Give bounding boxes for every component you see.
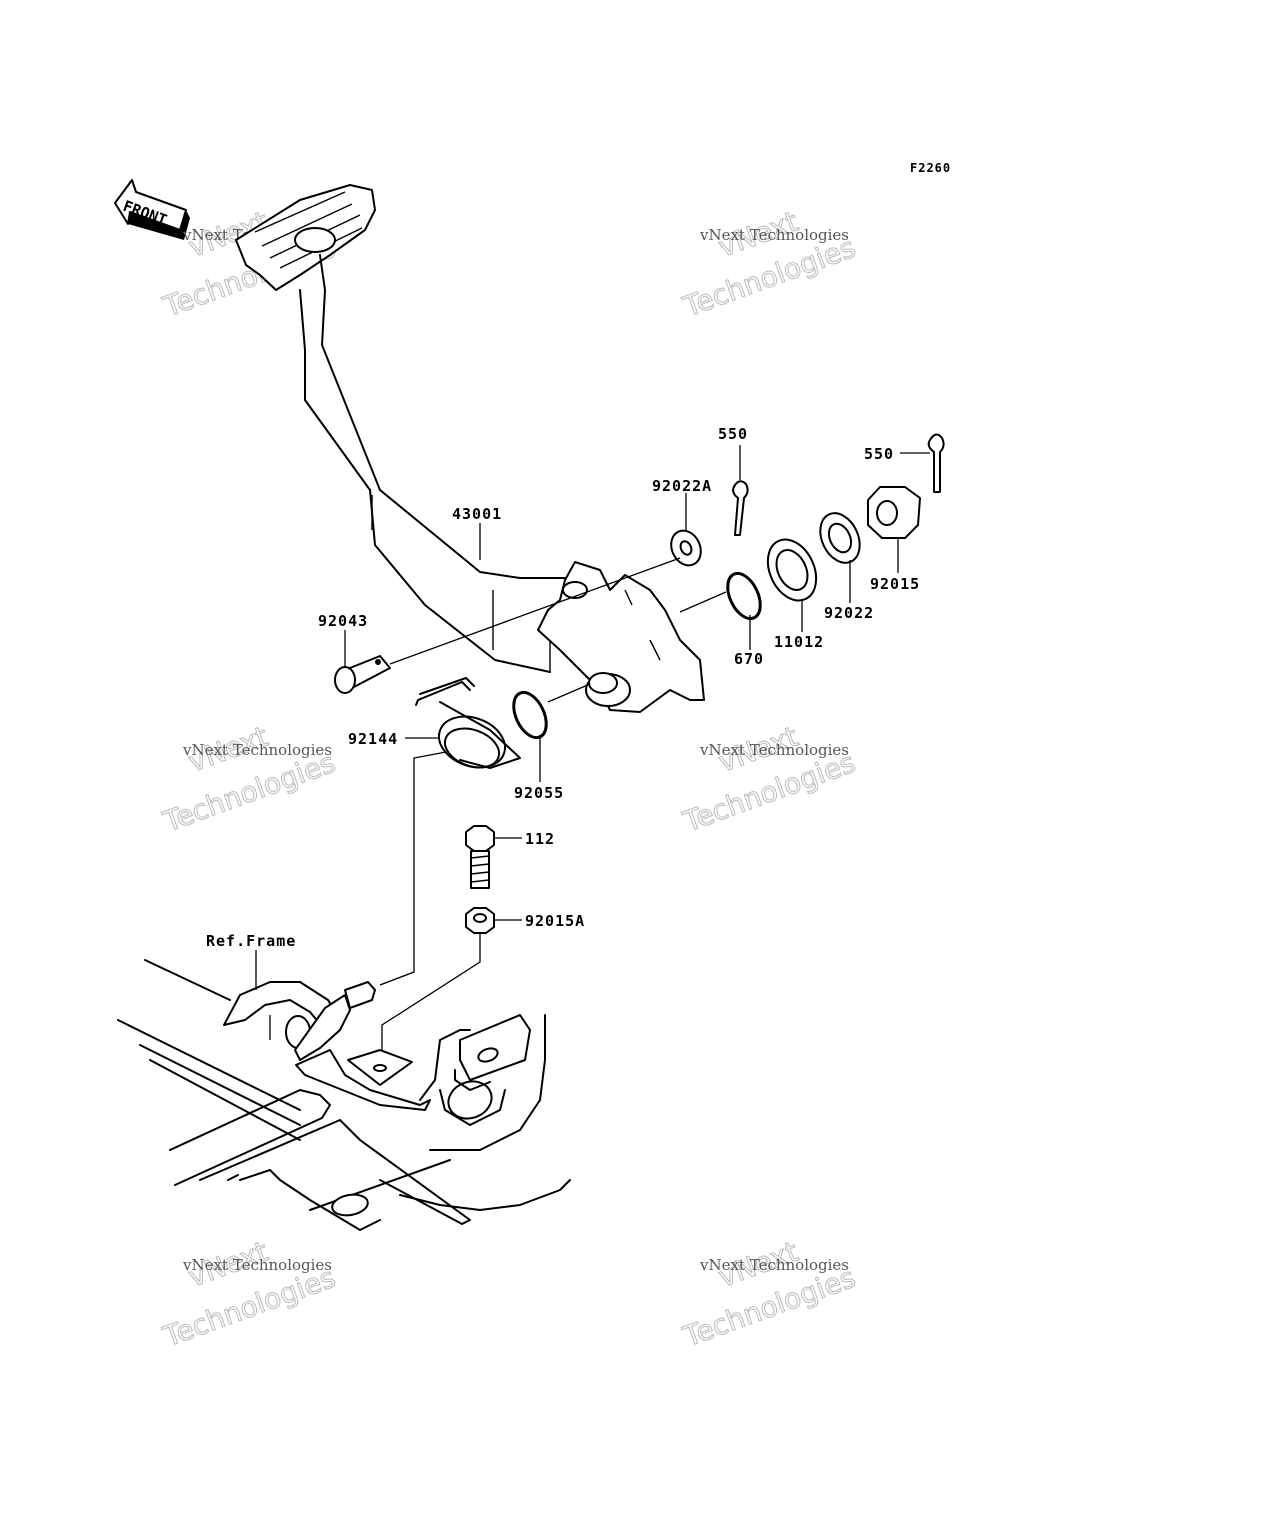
svg-text:Technologies: Technologies [158,1261,339,1354]
svg-text:vNext Technologies: vNext Technologies [182,1256,332,1274]
label-550-a: 550 [718,425,748,443]
watermark-bottom-left: vNext vNext Technologies Technologies [158,1234,340,1354]
washer-92022A [670,529,702,567]
spring-92144 [415,677,521,769]
cap-11012 [766,538,818,602]
label-670: 670 [734,650,764,668]
watermark-bottom-right: vNext vNext Technologies Technologies [678,1234,860,1354]
label-92015A: 92015A [525,912,585,930]
label-92022A: 92022A [652,477,712,495]
brake-pedal [235,184,705,713]
oring-92055 [512,690,548,740]
label-43001: 43001 [452,505,502,523]
washer-92022 [819,512,861,564]
watermark-top-right: vNext vNext Technologies Technologies [678,204,860,324]
svg-text:Technologies: Technologies [158,746,339,839]
figure-code: F2260 [910,161,951,175]
pin-92043 [334,655,391,694]
svg-text:vNext Technologies: vNext Technologies [699,226,849,244]
label-92022: 92022 [824,604,874,622]
label-550-b: 550 [864,445,894,463]
label-92055: 92055 [514,784,564,802]
label-92043: 92043 [318,612,368,630]
svg-text:vNext Technologies: vNext Technologies [699,741,849,759]
svg-text:vNext Technologies: vNext Technologies [699,1256,849,1274]
label-11012: 11012 [774,633,824,651]
watermark-mid-right: vNext vNext Technologies Technologies [678,719,860,839]
label-92015: 92015 [870,575,920,593]
cotter-pin-550-a [732,480,749,536]
nut-92015A [465,907,495,934]
frame [117,959,571,1231]
leader-lines [255,445,930,1050]
label-92144: 92144 [348,730,398,748]
nut-92015 [867,486,921,539]
cotter-pin-550-b [927,433,945,493]
bolt-112 [465,825,495,889]
front-arrow-icon: FRONT [114,179,190,240]
watermark-mid-left: vNext vNext Technologies Technologies [158,719,340,839]
svg-text:vNext Technologies: vNext Technologies [182,741,332,759]
label-ref-frame: Ref.Frame [206,932,296,950]
oring-670 [726,571,762,621]
label-112: 112 [525,830,555,848]
